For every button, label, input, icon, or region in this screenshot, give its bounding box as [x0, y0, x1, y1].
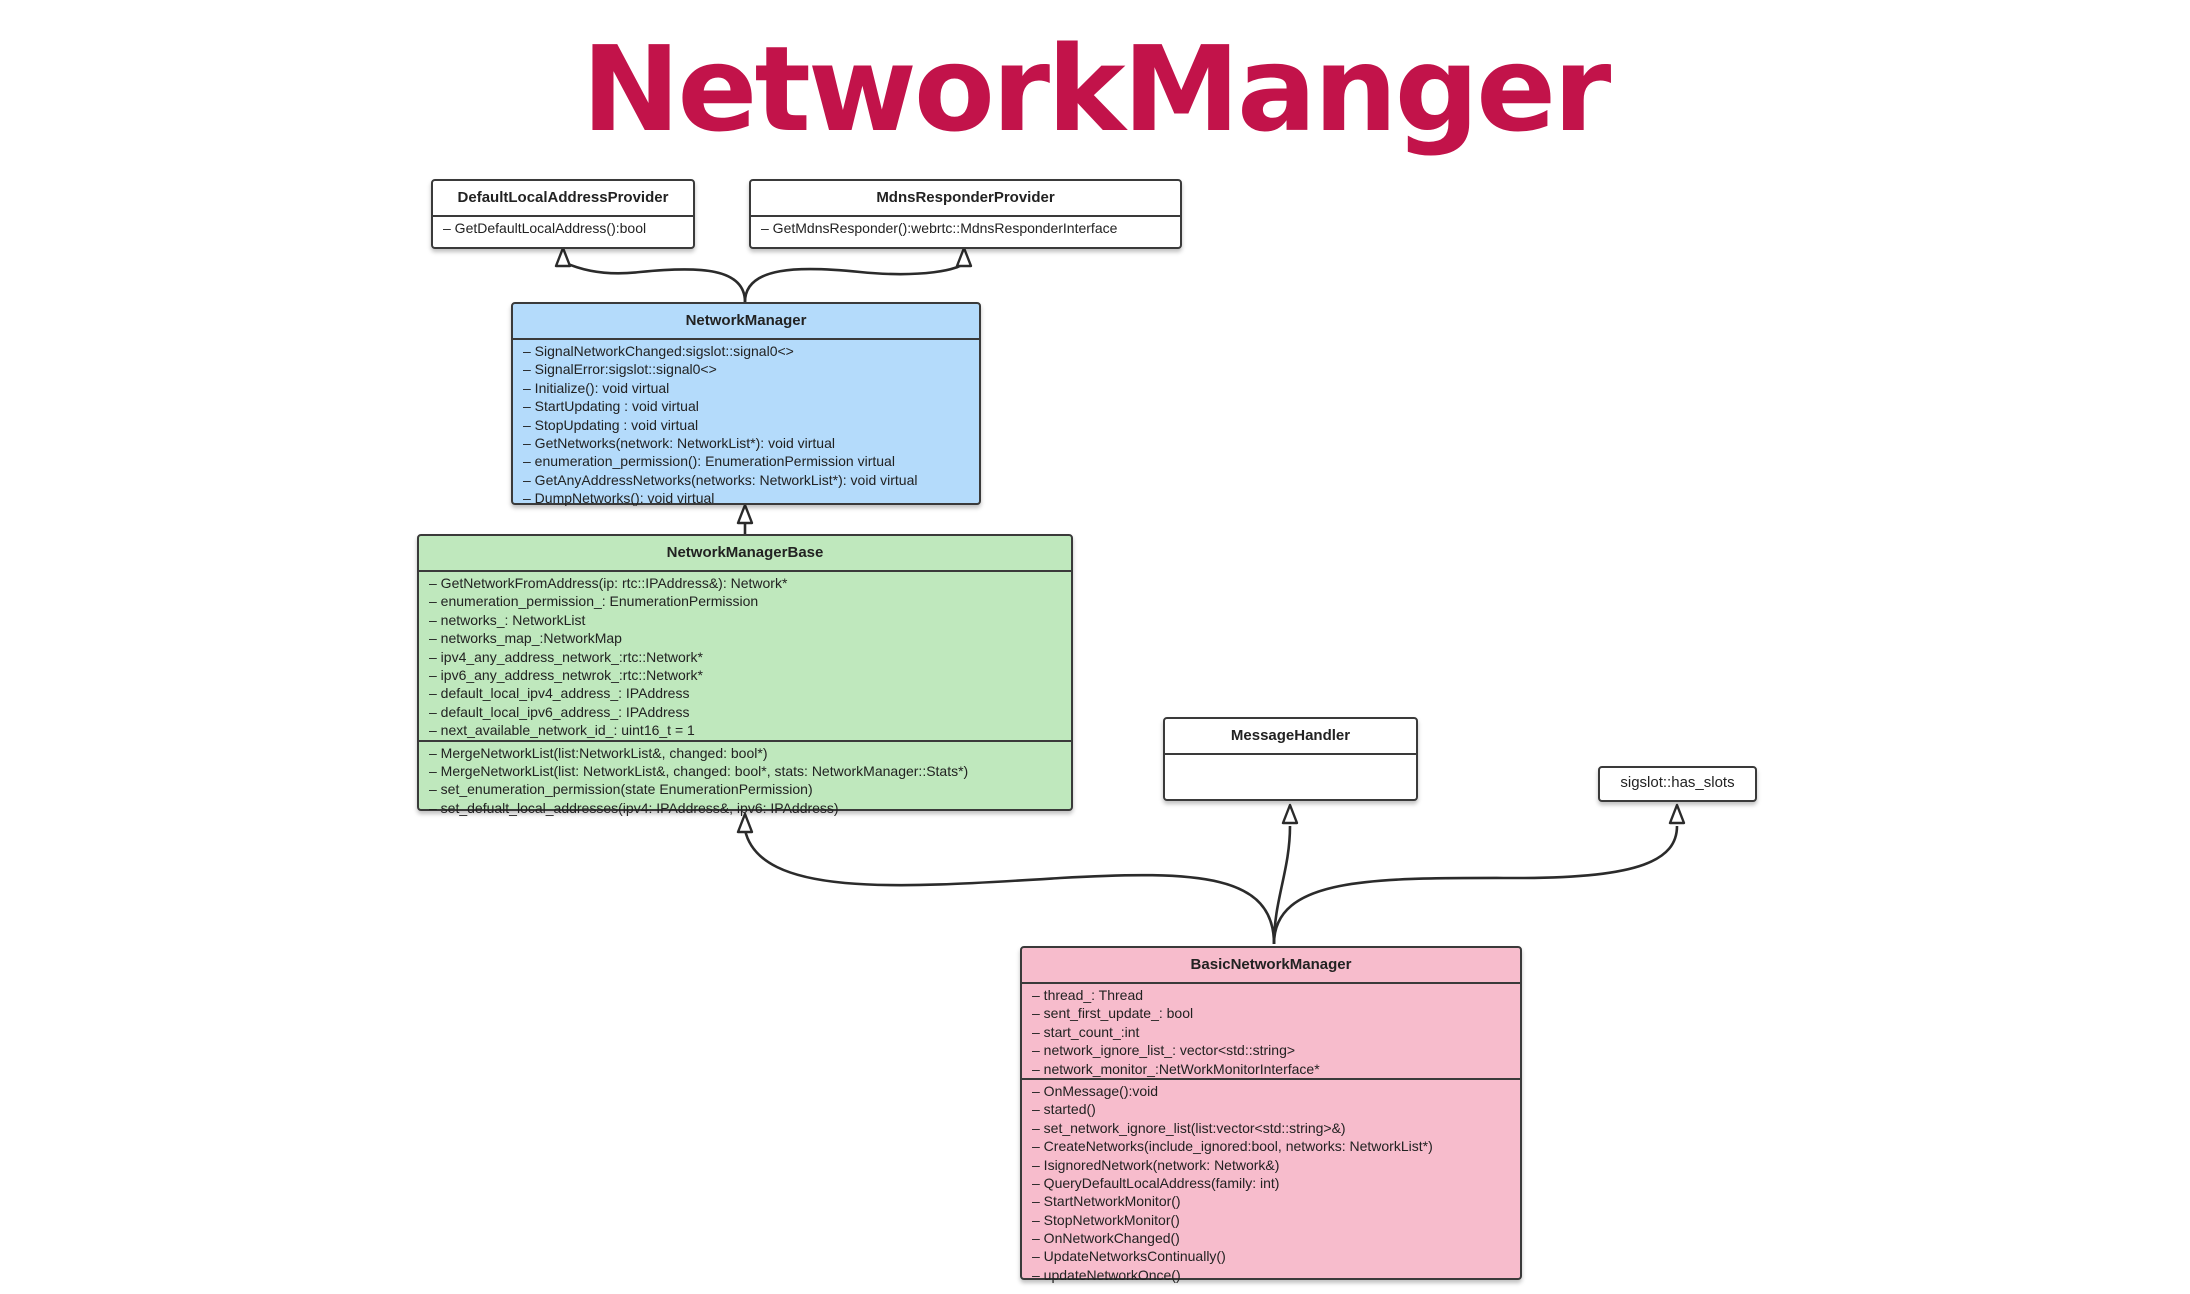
class-default-local-address-provider: DefaultLocalAddressProvider – GetDefaultL… — [431, 179, 695, 249]
class-network-manager: NetworkManager – SignalNetworkChanged:sig… — [511, 302, 981, 508]
class-member: – ipv6_any_address_netwrok_:rtc::Network… — [429, 666, 703, 683]
class-members-section: – GetNetworkFromAddress(ip: rtc::IPAddre… — [419, 572, 1071, 740]
class-members-section: – thread_: Thread – sent_first_update_: b… — [1022, 984, 1520, 1078]
class-message-handler: MessageHandler — [1163, 717, 1418, 801]
class-network-manager-base: NetworkManagerBase – GetNetworkFromAddres… — [417, 534, 1073, 816]
class-members-section: – GetDefaultLocalAddress():bool — [433, 217, 693, 237]
class-member: – network_monitor_:NetWorkMonitorInterfa… — [1032, 1060, 1320, 1077]
class-methods-section: – OnMessage():void – started()– set_netwo… — [1022, 1077, 1520, 1284]
class-name: MessageHandler — [1165, 719, 1416, 755]
class-member: – default_local_ipv4_address_: IPAddress — [429, 685, 690, 702]
class-name: NetworkManagerBase — [419, 536, 1071, 572]
class-member: – OnNetworkChanged() — [1032, 1230, 1180, 1247]
class-member: – MergeNetworkList(list:NetworkList&, ch… — [429, 744, 768, 761]
connector-basicnetworkmanager-to-hasslots — [1272, 825, 1679, 945]
class-member: – UpdateNetworksContinually() — [1032, 1248, 1226, 1265]
class-member: – StopUpdating : void virtual — [523, 416, 699, 433]
class-member: – start_count_:int — [1032, 1023, 1140, 1040]
class-member: – networks_: NetworkList — [429, 611, 586, 628]
class-member: – updateNetworkOnce() — [1032, 1266, 1181, 1283]
class-member: – OnMessage():void — [1032, 1082, 1159, 1099]
class-member: – enumeration_permission(): EnumerationP… — [523, 453, 895, 470]
class-member: – thread_: Thread — [1032, 987, 1144, 1003]
class-member: – set_defualt_local_addresses(ipv4: IPAd… — [429, 799, 839, 816]
class-sigslot-has-slots: sigslot::has_slots — [1598, 766, 1757, 802]
class-member: – MergeNetworkList(list: NetworkList&, c… — [429, 762, 969, 779]
connector-networkmanager-to-mdnsresponderprovider — [743, 261, 966, 303]
class-methods-section: – MergeNetworkList(list:NetworkList&, ch… — [419, 739, 1071, 818]
arrowhead-networkmanager — [736, 503, 754, 525]
class-member: – StartUpdating : void virtual — [523, 398, 699, 415]
diagram-title: NetworkManger — [581, 20, 1612, 158]
class-basic-network-manager: BasicNetworkManager – thread_: Thread – se… — [1020, 946, 1522, 1283]
class-member: – networks_map_:NetworkMap — [429, 630, 622, 647]
class-name: NetworkManager — [513, 304, 979, 340]
class-member: – StopNetworkMonitor() — [1032, 1211, 1180, 1228]
class-name: sigslot::has_slots — [1620, 774, 1735, 791]
class-member: – set_enumeration_permission(state Enume… — [429, 781, 813, 798]
class-member: – GetAnyAddressNetworks(networks: Networ… — [523, 471, 918, 488]
class-members-section: – GetMdnsResponder():webrtc::MdnsRespond… — [751, 217, 1180, 237]
connector-basicnetworkmanager-to-networkmanagerbase — [743, 829, 1276, 945]
class-member: – GetDefaultLocalAddress():bool — [443, 220, 647, 236]
arrowhead-messagehandler — [1281, 803, 1299, 825]
class-member: – SignalNetworkChanged:sigslot::signal0<… — [523, 343, 794, 359]
arrowhead-defaultlocaladdressprovider — [554, 246, 572, 268]
class-member: – GetNetworks(network: NetworkList*): vo… — [523, 434, 835, 451]
class-member: – IsignoredNetwork(network: Network&) — [1032, 1156, 1280, 1173]
arrowhead-mdnsresponderprovider — [955, 246, 973, 268]
class-member: – next_available_network_id_: uint16_t =… — [429, 722, 695, 739]
class-member: – network_ignore_list_: vector<std::stri… — [1032, 1042, 1296, 1059]
class-member: – DumpNetworks(): void virtual — [523, 490, 715, 507]
class-member: – SignalError:sigslot::signal0<> — [523, 361, 717, 378]
arrowhead-hasslots — [1668, 803, 1686, 825]
class-member: – default_local_ipv6_address_: IPAddress — [429, 703, 690, 720]
connector-networkmanager-to-defaultlocaladdressprovider — [562, 260, 747, 303]
class-member: – CreateNetworks(include_ignored:bool, n… — [1032, 1138, 1433, 1155]
class-member: – Initialize(): void virtual — [523, 379, 670, 396]
class-member: – enumeration_permission_: EnumerationPe… — [429, 593, 759, 610]
class-member: – GetNetworkFromAddress(ip: rtc::IPAddre… — [429, 575, 788, 591]
class-name: DefaultLocalAddressProvider — [433, 181, 693, 217]
class-members-section: – SignalNetworkChanged:sigslot::signal0<… — [513, 340, 979, 508]
class-member: – GetMdnsResponder():webrtc::MdnsRespond… — [761, 220, 1118, 236]
class-member: – QueryDefaultLocalAddress(family: int) — [1032, 1174, 1280, 1191]
class-member: – started() — [1032, 1101, 1096, 1118]
class-mdns-responder-provider: MdnsResponderProvider – GetMdnsResponder(… — [749, 179, 1182, 249]
arrowhead-networkmanagerbase — [736, 812, 754, 834]
class-name: MdnsResponderProvider — [751, 181, 1180, 217]
class-member: – set_network_ignore_list(list:vector<st… — [1032, 1119, 1346, 1136]
class-member: – sent_first_update_: bool — [1032, 1005, 1194, 1022]
class-member: – StartNetworkMonitor() — [1032, 1193, 1181, 1210]
class-member: – ipv4_any_address_network_:rtc::Network… — [429, 648, 703, 665]
class-name: BasicNetworkManager — [1022, 948, 1520, 984]
